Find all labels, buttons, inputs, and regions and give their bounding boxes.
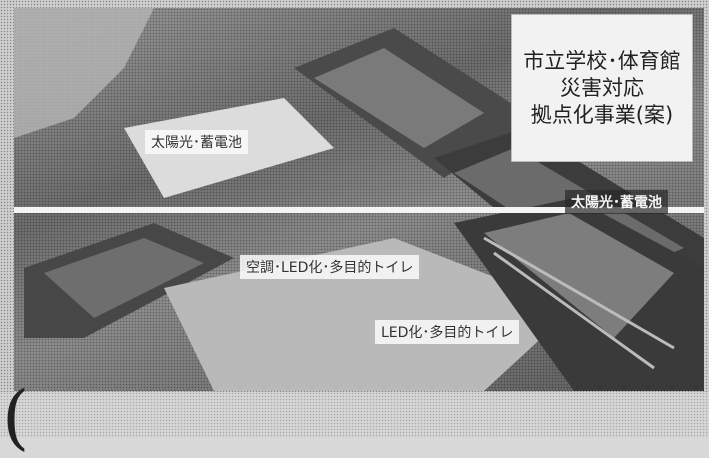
newspaper-bottom-strip bbox=[0, 392, 709, 438]
title-box: 市立学校･体育館 災害対応 拠点化事業(案) bbox=[511, 14, 693, 162]
title-line-3: 拠点化事業(案) bbox=[530, 102, 674, 127]
bracket-glyph: ( bbox=[2, 376, 30, 458]
label-led-toilet: LED化･多目的トイレ bbox=[375, 320, 520, 344]
title-line-1: 市立学校･体育館 bbox=[523, 48, 681, 73]
label-solar-left: 太陽光･蓄電池 bbox=[145, 130, 248, 154]
title-line-2: 災害対応 bbox=[560, 75, 644, 100]
label-solar-right: 太陽光･蓄電池 bbox=[565, 190, 668, 214]
photo-divider bbox=[14, 207, 704, 213]
label-hvac-led-toilet: 空調･LED化･多目的トイレ bbox=[240, 255, 420, 279]
